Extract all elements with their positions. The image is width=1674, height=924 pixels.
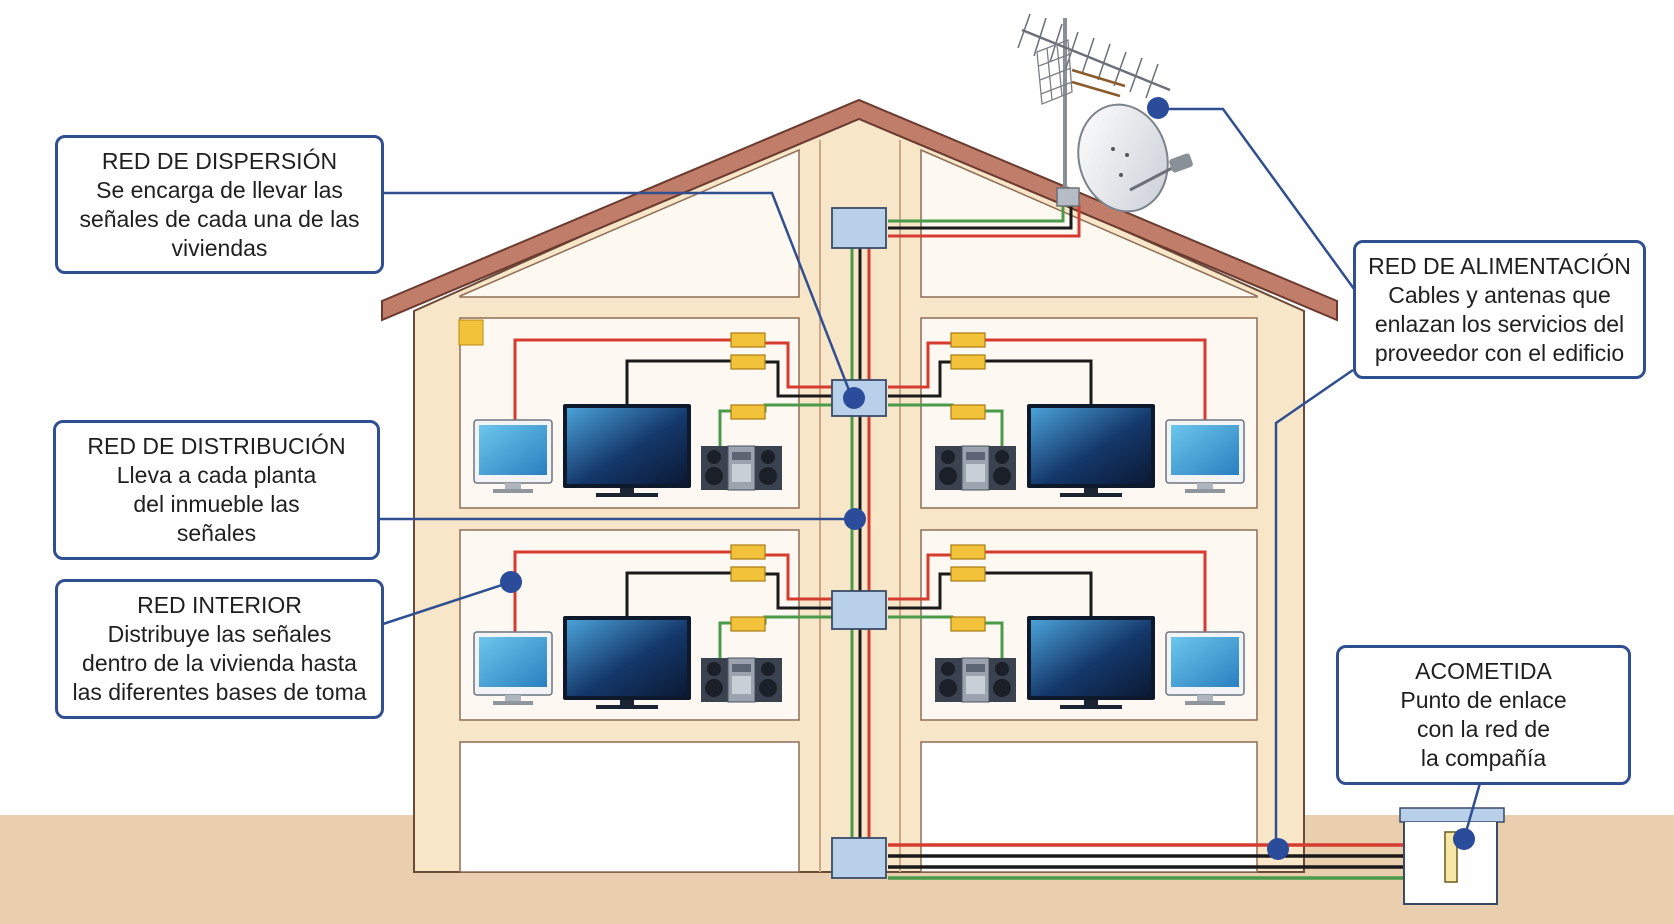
- monitor-icon: [1165, 419, 1245, 493]
- outlet: [730, 404, 766, 420]
- outlet: [950, 354, 986, 370]
- outlets: [730, 332, 986, 632]
- stereo-icon: [935, 445, 1016, 491]
- attic-room-left: [459, 148, 800, 298]
- callout-red-distribucion: RED DE DISTRIBUCIÓN Lleva a cada planta …: [53, 420, 380, 560]
- room-ground-left: [459, 741, 800, 873]
- connector-dot: [1267, 838, 1289, 860]
- tv-icon: [1027, 404, 1155, 497]
- callout-title: RED DE ALIMENTACIÓN: [1368, 253, 1631, 279]
- connector-dots: [500, 97, 1475, 860]
- attic-room-right: [920, 148, 1258, 298]
- outlet: [730, 616, 766, 632]
- connector-dot: [1453, 828, 1475, 850]
- callout-body: Lleva a cada planta del inmueble las señ…: [116, 462, 317, 546]
- callout-body: Punto de enlace con la red de la compañí…: [1400, 687, 1567, 771]
- outlet: [950, 544, 986, 560]
- room-ground-right: [920, 741, 1258, 873]
- registro-box: [458, 319, 484, 346]
- callout-title: RED INTERIOR: [137, 592, 302, 618]
- junction-box-floor-2: [831, 590, 887, 630]
- tv-icon: [563, 404, 691, 497]
- outlet: [950, 332, 986, 348]
- monitor-icon: [473, 419, 553, 493]
- callout-red-alimentacion: RED DE ALIMENTACIÓN Cables y antenas que…: [1353, 240, 1646, 379]
- devices-top-floor: [473, 404, 1245, 497]
- callout-body: Se encarga de llevar las señales de cada…: [79, 177, 360, 261]
- outlet: [730, 332, 766, 348]
- satellite-dish-icon: [1056, 103, 1193, 213]
- callout-acometida: ACOMETIDA Punto de enlace con la red de …: [1336, 645, 1631, 785]
- leader-lines: [378, 107, 1482, 851]
- acometida-feed: [888, 843, 1450, 880]
- connector-dot: [500, 571, 522, 593]
- riser-cables: [850, 230, 871, 860]
- connector-dot: [844, 508, 866, 530]
- callout-body: Cables y antenas que enlazan los servici…: [1374, 282, 1625, 366]
- antenna-feed: [888, 205, 1081, 238]
- outlet: [730, 544, 766, 560]
- outlet: [730, 354, 766, 370]
- outlet: [950, 404, 986, 420]
- antenna-icon: [1017, 13, 1171, 205]
- outlet: [950, 616, 986, 632]
- callout-body: Distribuye las señales dentro de la vivi…: [72, 621, 367, 705]
- callout-red-interior: RED INTERIOR Distribuye las señales dent…: [55, 579, 384, 719]
- connector-dot: [1147, 97, 1169, 119]
- stereo-icon: [701, 445, 782, 491]
- junction-box-base: [831, 837, 887, 879]
- acometida-box: [1399, 807, 1505, 905]
- roof: [381, 98, 1338, 322]
- callout-title: RED DE DISPERSIÓN: [101, 148, 338, 174]
- junction-box-top: [831, 207, 887, 249]
- callout-title: RED DE DISTRIBUCIÓN: [87, 433, 346, 459]
- callout-title: ACOMETIDA: [1415, 658, 1552, 684]
- outlet: [950, 566, 986, 582]
- connector-dot: [843, 387, 865, 409]
- callout-red-dispersion: RED DE DISPERSIÓN Se encarga de llevar l…: [55, 135, 384, 274]
- outlet: [730, 566, 766, 582]
